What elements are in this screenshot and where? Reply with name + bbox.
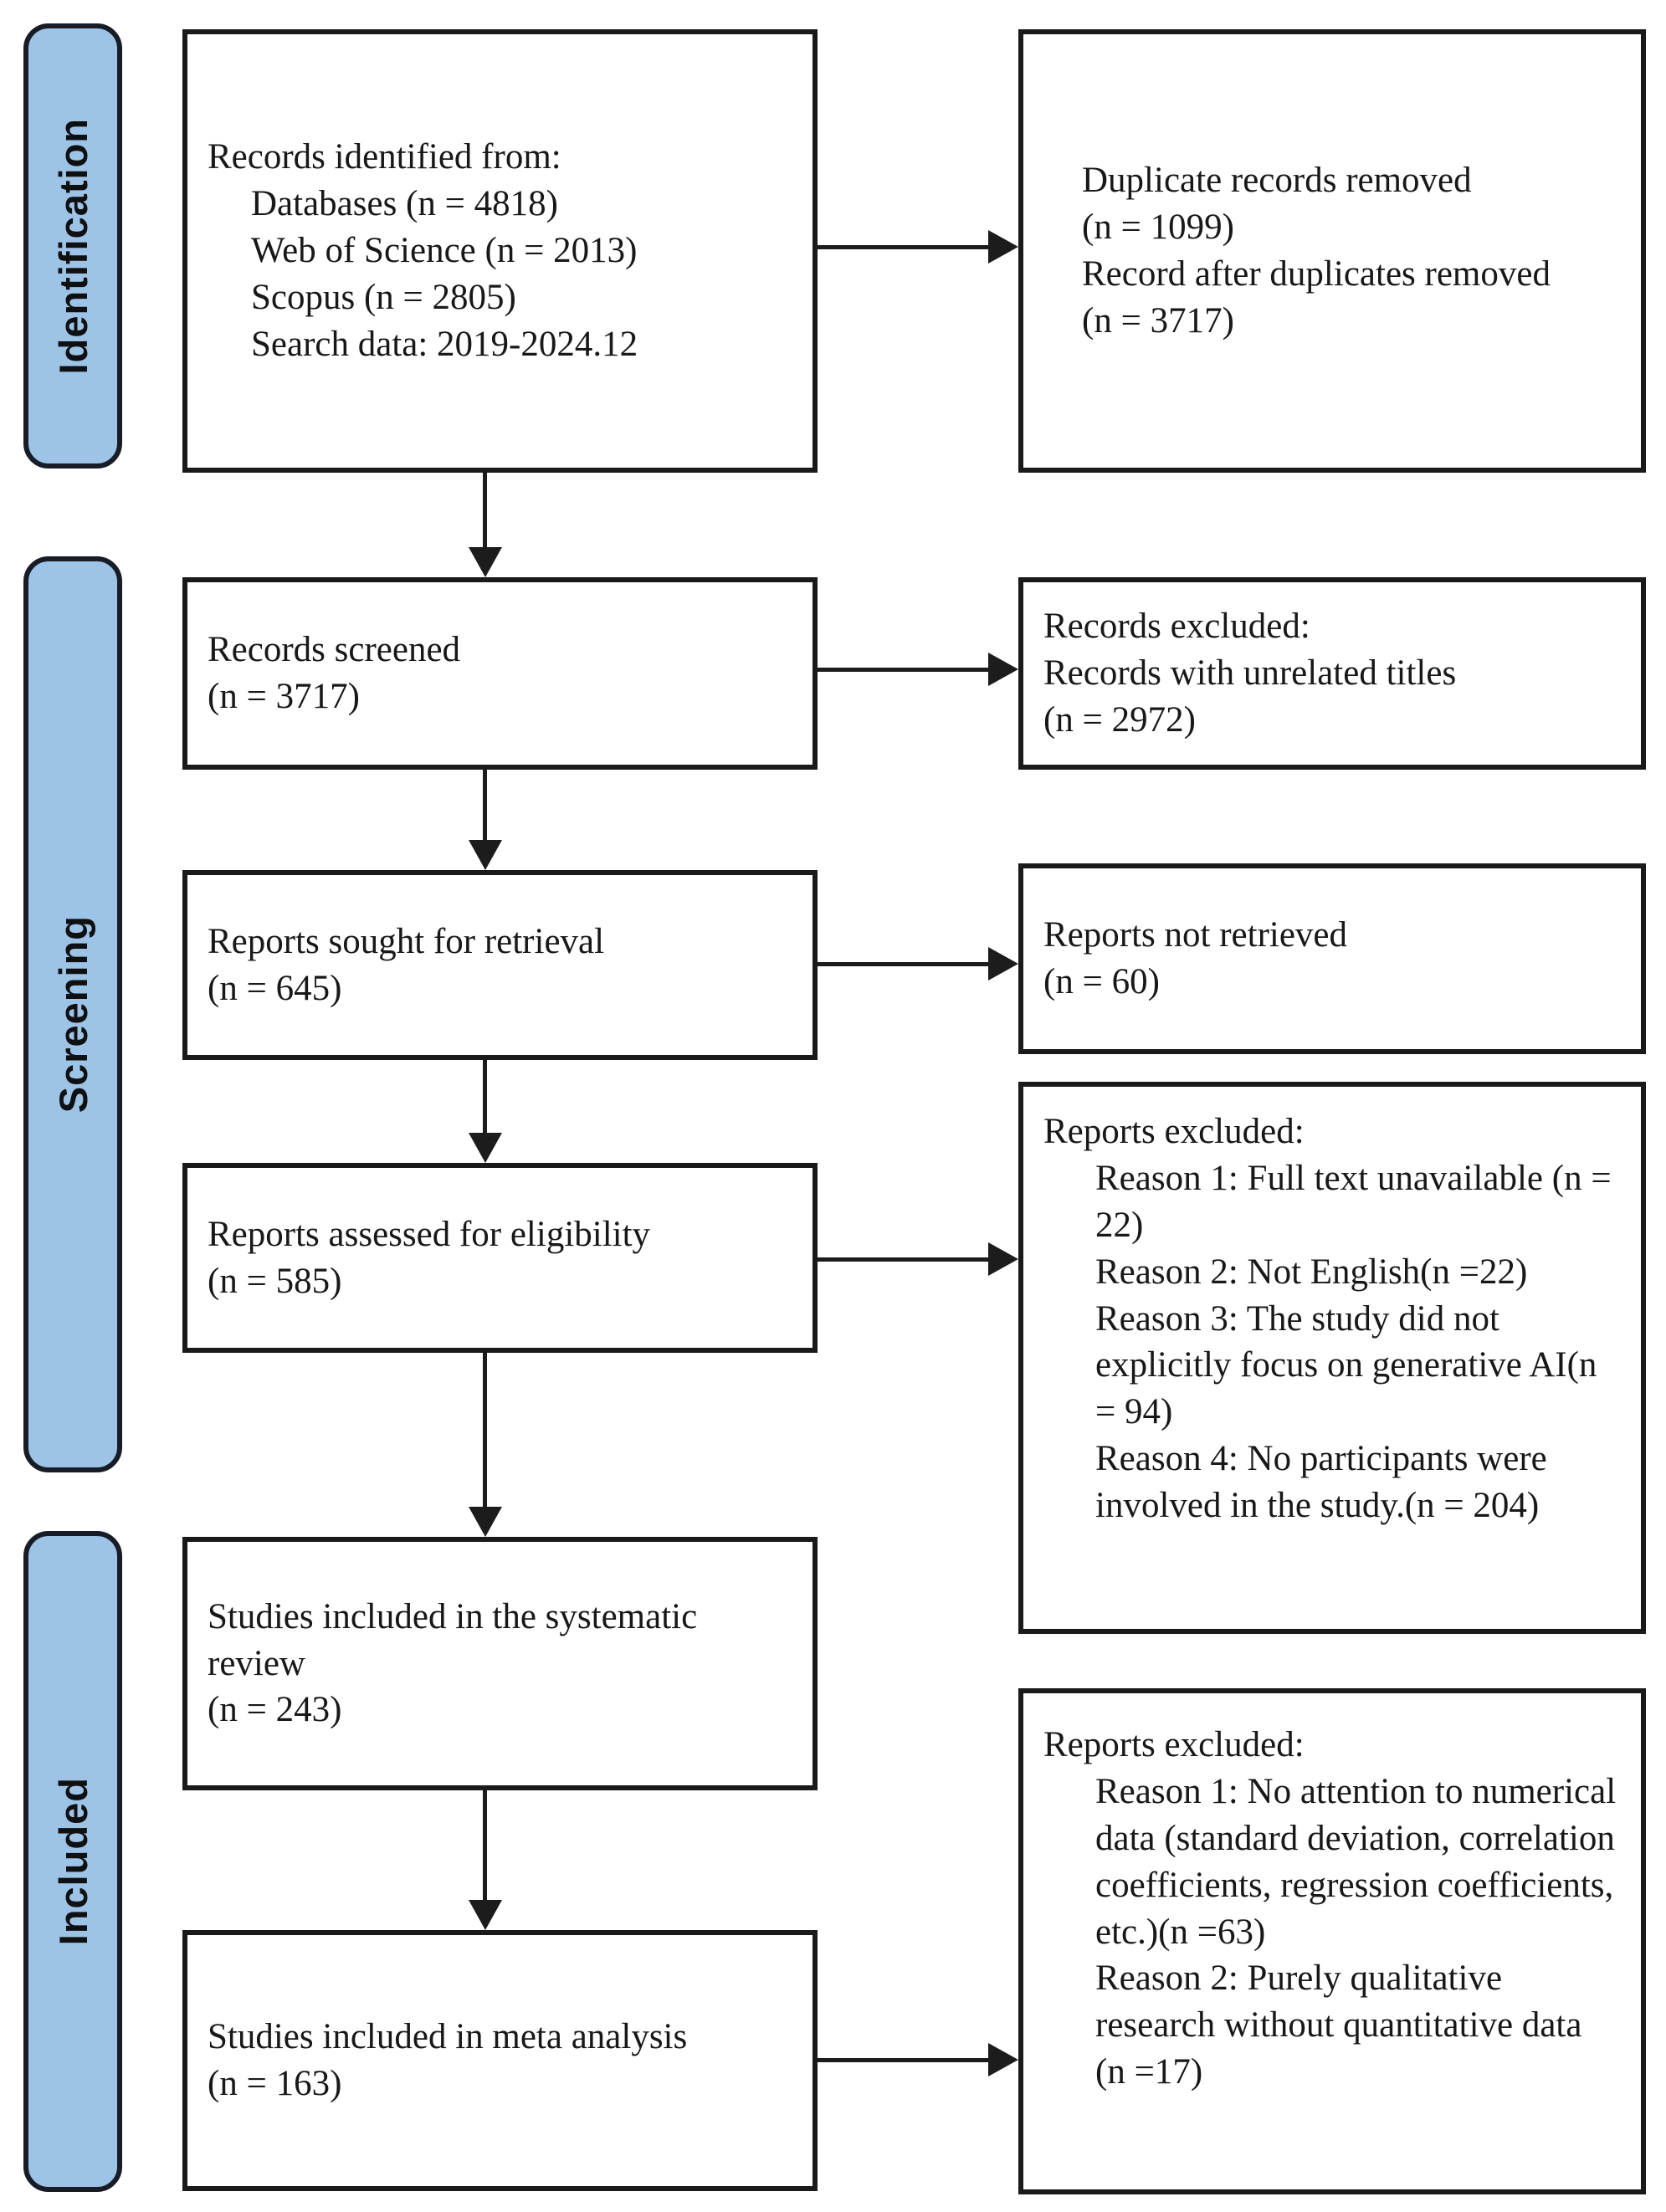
- box-text-line: (n = 163): [208, 2064, 342, 2103]
- arrow-systematic-to-meta: [483, 1790, 487, 1902]
- arrow-assessed-to-excluded: [818, 1257, 988, 1262]
- box-text-line: Reports excluded:: [1043, 1725, 1305, 1764]
- box-text-line: Reason 2: Not English(n =22): [1095, 1252, 1528, 1292]
- arrow-assessed-to-systematic: [483, 1353, 487, 1508]
- arrow-head-right-icon: [988, 947, 1018, 981]
- box-text-line: Web of Science (n = 2013): [251, 231, 638, 271]
- arrow-identified-to-duplicates: [818, 245, 988, 249]
- box-records-screened: Records screened (n = 3717): [182, 577, 818, 770]
- arrow-head-right-icon: [988, 230, 1018, 264]
- box-text-line: Records with unrelated titles: [1043, 653, 1457, 694]
- box-text-line: (n = 585): [208, 1261, 342, 1301]
- box-text-line: Studies included in the systematic revie…: [208, 1596, 698, 1683]
- arrow-head-down-icon: [469, 1507, 502, 1537]
- box-text-line: Reports not retrieved: [1043, 915, 1348, 955]
- arrow-sought-to-assessed: [483, 1060, 487, 1134]
- arrow-head-right-icon: [988, 1242, 1018, 1276]
- box-text-line: (n = 60): [1043, 962, 1160, 1001]
- box-text-line: Search data: 2019-2024.12: [251, 324, 638, 364]
- box-text-line: (n = 2972): [1043, 699, 1196, 740]
- box-reports-sought: Reports sought for retrieval (n = 645): [182, 870, 818, 1060]
- box-text-line: (n = 243): [208, 1690, 342, 1730]
- box-records-excluded: Records excluded: Records with unrelated…: [1018, 577, 1646, 770]
- box-text-line: Reason 2: Purely qualitative research wi…: [1095, 1959, 1582, 2046]
- arrow-screened-to-excluded: [818, 668, 988, 672]
- box-reports-excluded-meta: Reports excluded: Reason 1: No attention…: [1018, 1688, 1646, 2194]
- box-text-line: Record after duplicates removed: [1082, 254, 1551, 294]
- box-studies-meta-analysis: Studies included in meta analysis (n = 1…: [182, 1930, 818, 2191]
- box-text-line: Reason 4: No participants were involved …: [1095, 1439, 1547, 1526]
- arrow-sought-to-not-retrieved: [818, 962, 988, 966]
- box-records-identified: Records identified from: Databases (n = …: [182, 29, 818, 473]
- stage-label-included: Included: [50, 1777, 95, 1946]
- stage-band-screening: Screening: [23, 556, 122, 1472]
- box-text-line: Reports excluded:: [1043, 1112, 1305, 1151]
- box-text-line: Databases (n = 4818): [251, 184, 558, 224]
- box-text-line: Records screened: [208, 630, 461, 670]
- arrow-head-right-icon: [988, 2043, 1018, 2076]
- box-text-line: Records identified from:: [208, 137, 561, 177]
- box-text-line: Duplicate records removed: [1082, 161, 1472, 201]
- box-text-line: (n = 3717): [208, 677, 360, 716]
- box-text-line: Studies included in meta analysis: [208, 2017, 688, 2057]
- arrow-head-down-icon: [469, 840, 502, 870]
- arrow-head-right-icon: [988, 653, 1018, 686]
- box-text-line: (n = 1099): [1082, 207, 1234, 248]
- stage-label-identification: Identification: [50, 117, 95, 375]
- box-text-line: Reports sought for retrieval: [208, 921, 605, 961]
- box-reports-not-retrieved: Reports not retrieved (n = 60): [1018, 863, 1646, 1054]
- box-duplicate-records-removed: Duplicate records removed (n = 1099) Rec…: [1018, 29, 1646, 473]
- box-text-line: (n =17): [1095, 2052, 1203, 2092]
- arrow-head-down-icon: [469, 1900, 502, 1930]
- arrow-head-down-icon: [469, 547, 502, 577]
- stage-label-screening: Screening: [50, 915, 95, 1114]
- box-text-line: Reason 1: Full text unavailable (n = 22): [1095, 1158, 1612, 1245]
- stage-band-identification: Identification: [23, 23, 122, 469]
- box-text-line: Reports assessed for eligibility: [208, 1214, 651, 1254]
- box-text-line: Records excluded:: [1043, 607, 1310, 647]
- arrow-meta-to-excluded: [818, 2058, 988, 2062]
- box-text-line: (n = 3717): [1082, 300, 1234, 341]
- box-text-line: Scopus (n = 2805): [251, 277, 516, 317]
- arrow-head-down-icon: [469, 1133, 502, 1163]
- arrow-screened-to-sought: [483, 770, 487, 842]
- box-text-line: Reason 3: The study did not explicitly f…: [1095, 1298, 1597, 1432]
- arrow-identified-to-screened: [483, 473, 487, 550]
- stage-band-included: Included: [23, 1531, 122, 2192]
- box-text-line: (n = 645): [208, 968, 342, 1008]
- box-reports-assessed: Reports assessed for eligibility (n = 58…: [182, 1163, 818, 1353]
- box-text-line: Reason 1: No attention to numerical data…: [1095, 1771, 1617, 1952]
- box-studies-systematic-review: Studies included in the systematic revie…: [182, 1537, 818, 1790]
- box-reports-excluded-eligibility: Reports excluded: Reason 1: Full text un…: [1018, 1082, 1646, 1634]
